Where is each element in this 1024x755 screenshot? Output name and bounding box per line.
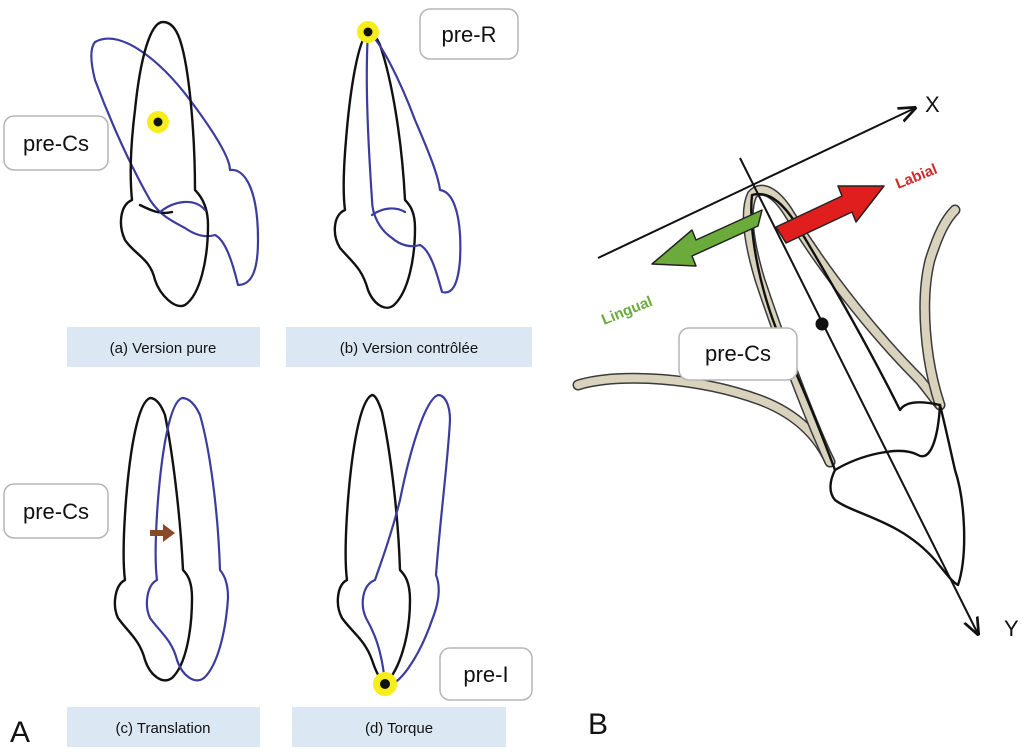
label-box (678, 327, 798, 381)
labial-label: Labial (893, 161, 940, 193)
original-tooth-outline (336, 393, 412, 686)
x-axis-label: X (925, 92, 940, 117)
subpanel-d-torque: pre-I (d) Torque (292, 393, 533, 747)
y-axis-label: Y (1004, 616, 1019, 641)
lingual-label: Lingual (599, 293, 655, 329)
crown-line-displaced (158, 200, 207, 214)
crown-line-displaced (370, 207, 407, 217)
translation-arrow (150, 524, 175, 542)
subpanel-a-version-pure: pre-Cs (a) Version pure (3, 20, 260, 367)
subpanel-b-version-controlee: pre-R (b) Version contrôlée (286, 8, 532, 367)
displaced-tooth-outline (365, 30, 462, 294)
pre-r-label: pre-R (441, 22, 496, 47)
center-of-rotation-dot (363, 27, 373, 37)
displaced-tooth-outline (90, 37, 260, 287)
original-tooth-outline (333, 30, 417, 309)
displaced-tooth-outline (145, 396, 230, 682)
alveolar-bone (572, 184, 961, 468)
lingual-arrow (651, 209, 763, 267)
center-of-rotation-dot (380, 679, 390, 689)
caption-box (292, 707, 506, 747)
pre-cs-label: pre-Cs (23, 499, 89, 524)
label-box (3, 483, 109, 539)
crown-line (138, 203, 174, 215)
label-box (419, 8, 519, 60)
caption-torque: (d) Torque (365, 720, 433, 737)
caption-version-pure: (a) Version pure (110, 340, 217, 357)
crown-line (833, 403, 942, 472)
caption-version-controlee: (b) Version contrôlée (340, 340, 478, 357)
panel-letter-b: B (588, 708, 608, 741)
y-axis-line (739, 157, 978, 634)
caption-box (286, 327, 532, 367)
x-axis-line (597, 108, 915, 259)
label-box (3, 115, 109, 171)
caption-translation: (c) Translation (115, 720, 210, 737)
subpanel-c-translation: pre-Cs (c) Translation (3, 396, 260, 747)
labial-arrow (775, 185, 885, 244)
pre-cs-label: pre-Cs (23, 131, 89, 156)
original-tooth-outline (119, 20, 210, 308)
tooth-outline (750, 192, 966, 587)
pre-i-label: pre-I (463, 662, 508, 687)
original-tooth-outline (113, 396, 194, 682)
caption-box (67, 327, 260, 367)
label-box (439, 647, 533, 701)
center-of-resistance-dot (153, 117, 163, 127)
pre-cs-label: pre-Cs (705, 341, 771, 366)
panel-letter-a: A (10, 716, 30, 749)
panel-b-tooth-axes: X Y Labial Lingual pre-Cs (572, 92, 1019, 641)
caption-box (67, 707, 260, 747)
